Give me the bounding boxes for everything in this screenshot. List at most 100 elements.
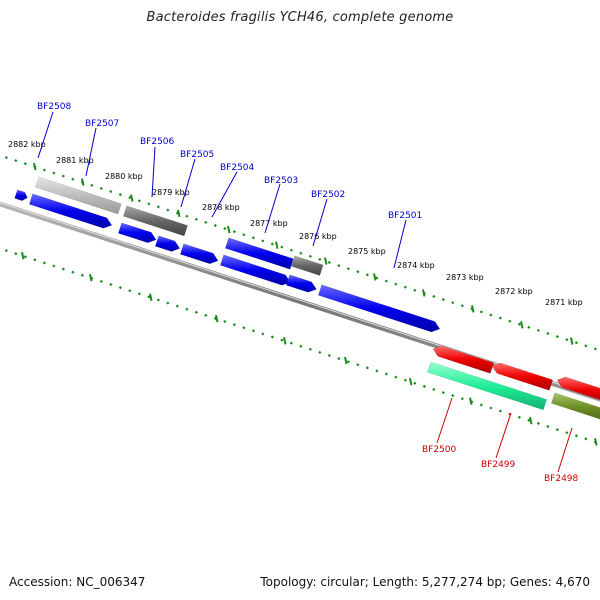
- gene-label-forward: BF2505: [180, 150, 214, 160]
- lower-track-dot: [99, 279, 103, 284]
- lower-track-dot: [33, 258, 37, 262]
- gene-feature: [34, 176, 122, 215]
- lower-track-dot: [289, 341, 293, 345]
- scale-label: 2872 kbp: [495, 287, 533, 296]
- lower-track-dot: [308, 347, 312, 351]
- lower-track-dot: [413, 381, 417, 385]
- upper-track-dot: [71, 177, 75, 181]
- lower-track-dot: [422, 384, 426, 388]
- major-tick: [33, 162, 37, 171]
- gene-arrow: [285, 274, 317, 293]
- upper-track-dot: [42, 168, 46, 172]
- upper-track-dot: [498, 316, 502, 320]
- major-tick: [520, 321, 524, 329]
- lower-track-dot: [204, 313, 208, 317]
- upper-track-dot: [242, 233, 246, 237]
- upper-track-dot: [413, 288, 417, 292]
- upper-track-dot: [4, 155, 8, 160]
- lower-track-dot: [14, 252, 18, 256]
- lower-track-dot: [4, 248, 8, 253]
- gene-leader-line: [495, 412, 512, 459]
- upper-track-dot: [584, 344, 588, 348]
- major-tick: [594, 438, 598, 446]
- upper-track-dot: [508, 319, 512, 323]
- gene-arrow: [317, 284, 441, 333]
- gene-leader-line: [211, 171, 238, 218]
- major-tick: [275, 241, 279, 249]
- scale-label: 2879 kbp: [152, 188, 190, 197]
- gene-feature: [550, 392, 600, 420]
- upper-track-dot: [451, 301, 455, 305]
- lower-track-dot: [194, 310, 198, 314]
- scale-label: 2874 kbp: [397, 261, 435, 270]
- upper-track-dot: [318, 257, 322, 262]
- upper-track-dot: [432, 294, 436, 299]
- lower-track-dot: [460, 397, 464, 401]
- gene-label-forward: BF2506: [140, 137, 175, 147]
- major-tick: [324, 257, 328, 265]
- upper-track-dot: [223, 226, 227, 231]
- lower-track-dot: [584, 437, 588, 441]
- lower-track-dot: [327, 353, 331, 358]
- upper-track-dot: [327, 260, 331, 265]
- upper-track-dot: [403, 285, 407, 289]
- lower-track-dot: [42, 261, 46, 265]
- upper-track-dot: [23, 162, 27, 166]
- major-tick: [469, 397, 473, 405]
- gene-arrow: [117, 222, 157, 244]
- gene-label-forward: BF2501: [388, 211, 422, 221]
- upper-track-dot: [479, 310, 483, 314]
- gene-label-reverse: BF2499: [481, 460, 516, 470]
- upper-track-dot: [460, 304, 464, 308]
- upper-track-dot: [280, 245, 284, 249]
- gene-arrow: [179, 243, 219, 265]
- gene-leader-line: [436, 397, 453, 444]
- upper-track-dot: [118, 193, 122, 197]
- gene-leader-line: [180, 158, 196, 208]
- gene-label-forward: BF2507: [85, 119, 119, 129]
- gene-leader-line: [312, 198, 328, 247]
- major-tick: [422, 289, 426, 297]
- gene-label-reverse: BF2498: [544, 474, 579, 484]
- lower-track-dot: [365, 366, 369, 370]
- upper-track-dot: [289, 248, 293, 252]
- upper-track-dot: [270, 242, 274, 246]
- upper-track-dot: [166, 208, 170, 212]
- major-tick: [177, 209, 181, 218]
- major-tick: [373, 273, 377, 281]
- gene-arrow: [556, 376, 600, 401]
- gene-label-reverse: BF2500: [422, 445, 457, 455]
- upper-track-dot: [489, 313, 493, 317]
- lower-track-dot: [299, 344, 303, 348]
- major-tick: [344, 356, 348, 365]
- gene-feature: [426, 361, 548, 411]
- upper-track-dot: [555, 335, 559, 339]
- lower-track-dot: [128, 289, 132, 293]
- gene-label-forward: BF2502: [311, 190, 345, 200]
- gene-label-forward: BF2508: [37, 102, 72, 112]
- lower-track-dot: [61, 267, 65, 271]
- lower-track-dot: [517, 415, 521, 419]
- lower-track-dot: [451, 394, 455, 398]
- lower-track-dot: [432, 387, 436, 392]
- upper-track-dot: [356, 270, 360, 274]
- major-tick: [409, 378, 413, 386]
- gene-arrow: [14, 189, 28, 201]
- upper-track-dot: [337, 264, 341, 268]
- major-tick: [529, 416, 533, 425]
- gene-leader-line: [37, 111, 54, 159]
- map-title: Bacteroides fragilis YCH46, complete gen…: [146, 10, 454, 25]
- lower-track-dot: [346, 360, 350, 364]
- upper-track-dot: [156, 205, 160, 209]
- lower-track-dot: [109, 282, 113, 287]
- lower-track-dot: [527, 418, 531, 422]
- lower-track-dot: [280, 338, 284, 342]
- lower-track-dot: [185, 307, 189, 311]
- lower-track-dot: [546, 424, 550, 429]
- scale-label: 2877 kbp: [250, 219, 288, 228]
- upper-track-dot: [232, 230, 236, 234]
- lower-track-dot: [261, 332, 265, 336]
- upper-track-dot: [213, 223, 217, 228]
- lower-track-dot: [156, 298, 160, 302]
